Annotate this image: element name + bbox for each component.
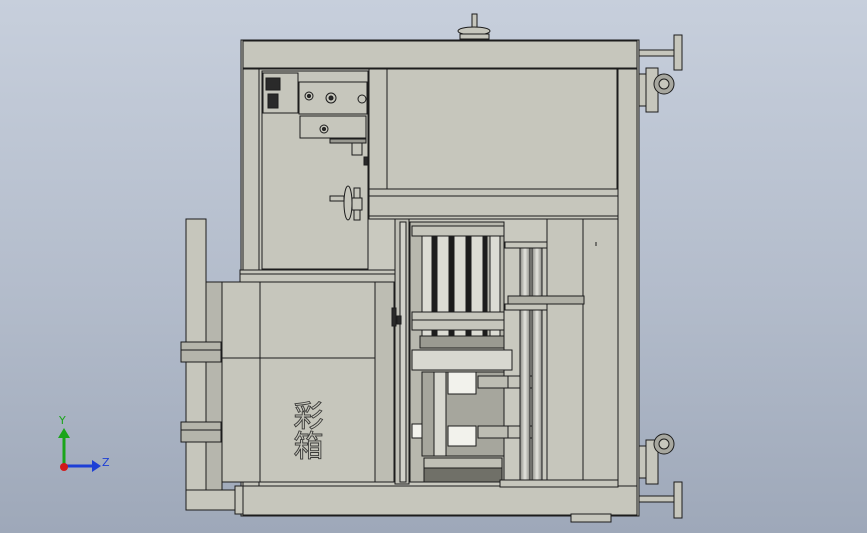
- forming-plate: [391, 218, 410, 485]
- side-handwheel: [329, 185, 363, 221]
- central-carriage: [409, 221, 513, 483]
- right-column: [499, 218, 619, 488]
- upper-left-mechanism: [261, 70, 369, 270]
- engraved-label: 彩箱: [288, 400, 324, 460]
- leveling-feet: [638, 34, 683, 519]
- x-axis-origin: [60, 463, 68, 471]
- left-lower-housing: [221, 269, 396, 483]
- coordinate-triad: [58, 428, 101, 472]
- z-axis-label: Z: [102, 456, 110, 469]
- y-axis-label: Y: [59, 414, 66, 427]
- caster-wheels: [638, 67, 675, 485]
- left-guide-rail: [180, 218, 244, 515]
- upper-housing: [368, 68, 619, 220]
- top-handwheel: [457, 13, 491, 40]
